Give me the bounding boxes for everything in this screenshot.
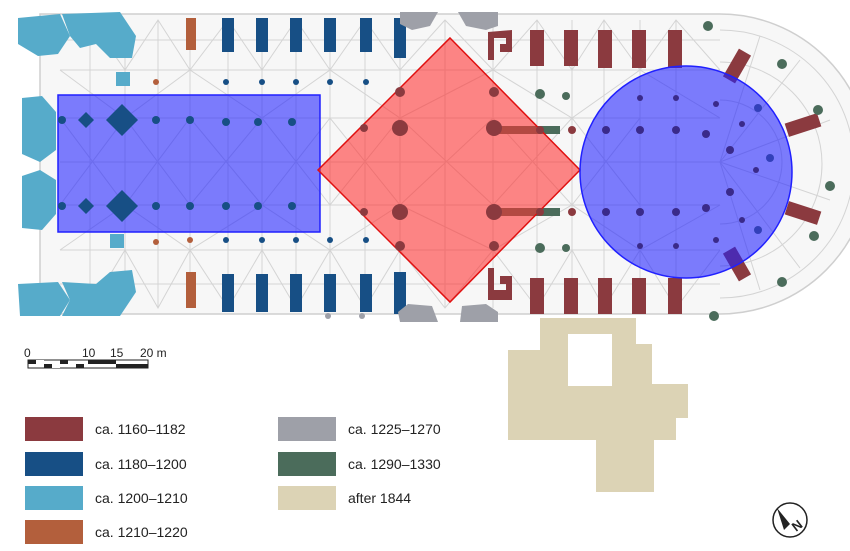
choir-circle-overlay	[579, 65, 793, 279]
legend-item: ca. 1210–1220	[25, 519, 188, 545]
legend-item: after 1844	[278, 485, 411, 511]
transept-1225-1270	[325, 12, 498, 322]
legend-label: ca. 1160–1182	[95, 421, 186, 437]
choir-columns	[602, 95, 759, 249]
legend-swatch	[25, 520, 83, 544]
facade-towers	[18, 12, 136, 316]
nave-rectangle-overlay	[57, 94, 321, 233]
legend-label: ca. 1225–1270	[348, 421, 441, 437]
legend-item: ca. 1180–1200	[25, 451, 187, 477]
scale-bar	[27, 359, 149, 369]
legend-swatch	[278, 486, 336, 510]
legend-label: ca. 1180–1200	[95, 456, 187, 472]
scale-tick-10: 10	[82, 346, 96, 360]
legend-swatch	[25, 486, 83, 510]
legend-swatch	[278, 452, 336, 476]
legend-label: ca. 1210–1220	[95, 524, 188, 540]
scale-tick-0: 0	[24, 346, 31, 360]
legend-swatch	[25, 417, 83, 441]
legend-swatch	[278, 417, 336, 441]
legend-item: ca. 1160–1182	[25, 416, 186, 442]
legend-label: ca. 1290–1330	[348, 456, 441, 472]
piers-1210-1220	[153, 18, 196, 308]
legend-item: ca. 1225–1270	[278, 416, 441, 442]
legend-swatch	[25, 452, 83, 476]
crossing-piers	[360, 87, 576, 251]
scale-tick-15: 15	[110, 346, 124, 360]
legend-item: ca. 1290–1330	[278, 451, 441, 477]
choir-piers-1160-1182	[488, 30, 822, 314]
nave-piers-1180-1200	[222, 18, 406, 314]
legend-label: ca. 1200–1210	[95, 490, 188, 506]
legend-item: ca. 1200–1210	[25, 485, 188, 511]
north-arrow-icon: N	[772, 502, 808, 538]
interior-columns	[58, 79, 369, 243]
legend-label: after 1844	[348, 490, 412, 506]
sacristy-after-1844	[508, 318, 688, 492]
scale-tick-20m: 20 m	[140, 346, 167, 360]
